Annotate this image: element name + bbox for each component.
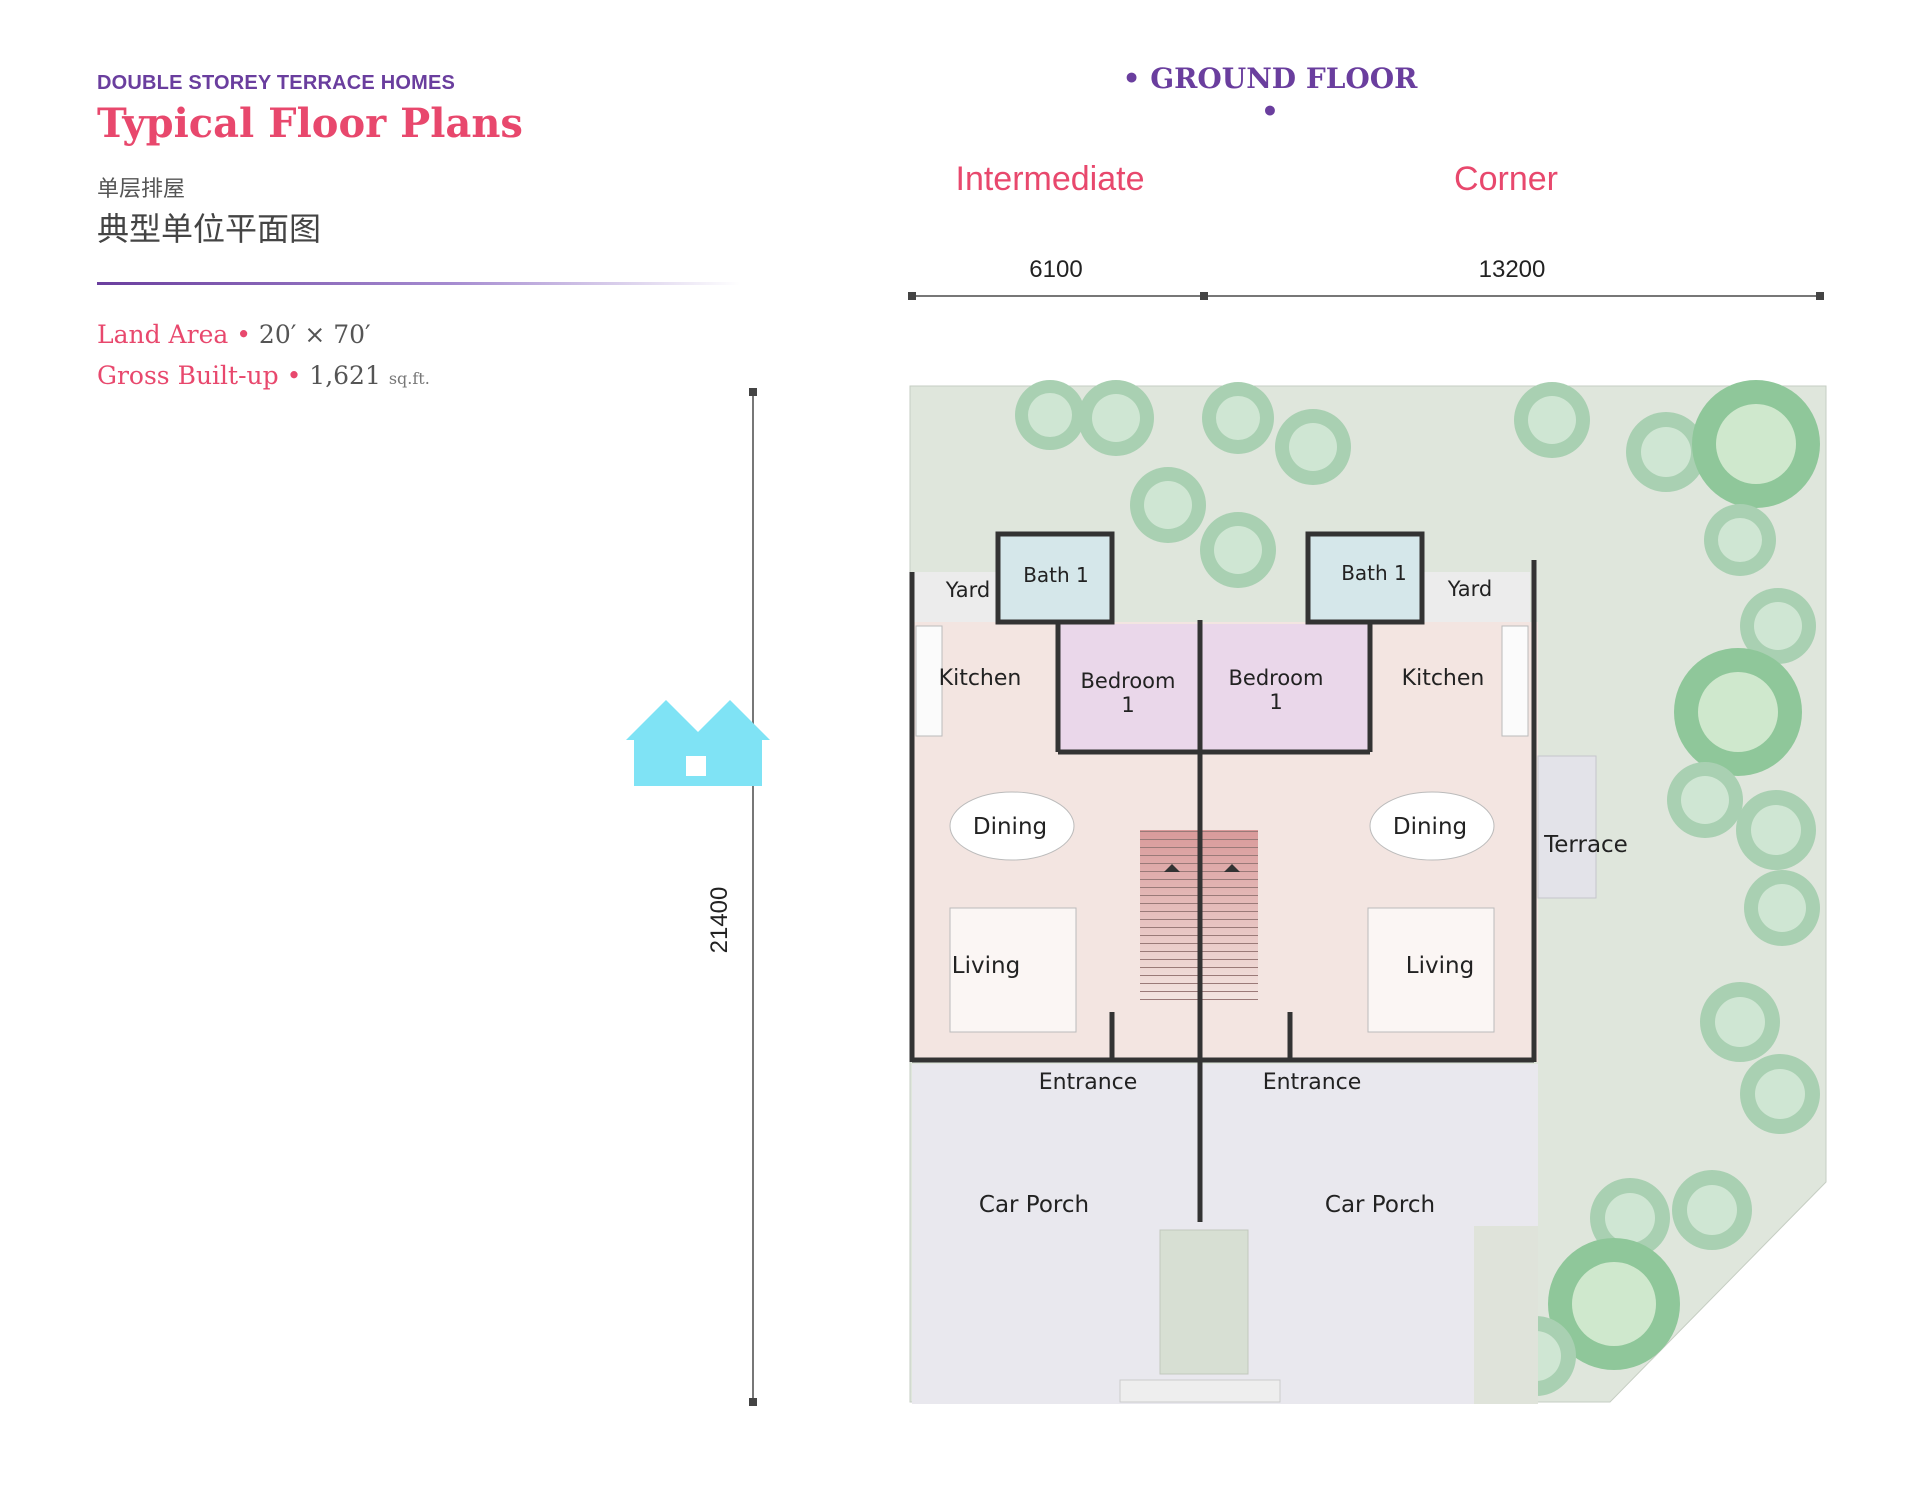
carporch-right-label: Car Porch: [1325, 1192, 1435, 1218]
gross-builtup-value: 1,621: [309, 361, 381, 390]
floor-title: • GROUND FLOOR •: [1122, 62, 1418, 128]
bedroom-left-label-1: Bedroom: [1081, 669, 1176, 693]
bedroom-right-label-2: 1: [1269, 690, 1282, 714]
bedroom-right-label-1: Bedroom: [1229, 666, 1324, 690]
living-left-label: Living: [952, 953, 1020, 979]
dining-left-label: Dining: [973, 814, 1047, 840]
depth-dimension-text: 21400: [706, 886, 733, 954]
chinese-subtitle-2: 典型单位平面图: [97, 210, 322, 248]
gross-builtup-unit: sq.ft.: [388, 369, 430, 388]
entrance-right-label: Entrance: [1263, 1070, 1362, 1095]
dimension-lines: [749, 292, 1824, 1406]
corner-unit-label: Corner: [1454, 160, 1558, 198]
page-title: Typical Floor Plans: [97, 100, 523, 147]
header-divider: [97, 282, 740, 285]
terrace-label: Terrace: [1543, 832, 1628, 858]
carporch-left-label: Car Porch: [979, 1192, 1089, 1218]
car-porch-area: [912, 1064, 1538, 1404]
series-label: DOUBLE STOREY TERRACE HOMES: [97, 72, 456, 94]
intermediate-unit-label: Intermediate: [955, 160, 1145, 198]
kitchen-left-label: Kitchen: [939, 666, 1022, 691]
walls: [909, 531, 1537, 1222]
dining-right-label: Dining: [1393, 814, 1467, 840]
house-interior: [912, 534, 1597, 1062]
separator-dot: •: [286, 361, 302, 390]
room-labels: Bath 1 Bath 1 Yard Yard Kitchen Kitchen …: [939, 561, 1628, 1218]
bath-left-label: Bath 1: [1023, 563, 1089, 587]
land-area-label: Land Area: [97, 320, 229, 349]
land-area-value: 20′ × 70′: [258, 320, 371, 349]
entrance-left-label: Entrance: [1039, 1070, 1138, 1095]
living-right-label: Living: [1406, 953, 1474, 979]
bedroom-left-label-2: 1: [1121, 693, 1134, 717]
yard-right-label: Yard: [1447, 577, 1492, 601]
gross-builtup-label: Gross Built-up: [97, 361, 279, 390]
bath-right-label: Bath 1: [1341, 561, 1407, 585]
depth-dimension: 21400: [700, 880, 740, 960]
corner-width-dimension: 13200: [1478, 256, 1546, 283]
gross-builtup-spec: Gross Built-up • 1,621 sq.ft.: [97, 361, 430, 390]
house-logo-icon: [626, 700, 770, 786]
yard-left-label: Yard: [945, 578, 990, 602]
separator-dot: •: [236, 320, 251, 349]
chinese-subtitle-1: 单层排屋: [97, 177, 186, 202]
kitchen-right-label: Kitchen: [1402, 666, 1485, 691]
intermediate-width-dimension: 6100: [1029, 256, 1083, 283]
land-area-spec: Land Area • 20′ × 70′: [97, 320, 371, 349]
